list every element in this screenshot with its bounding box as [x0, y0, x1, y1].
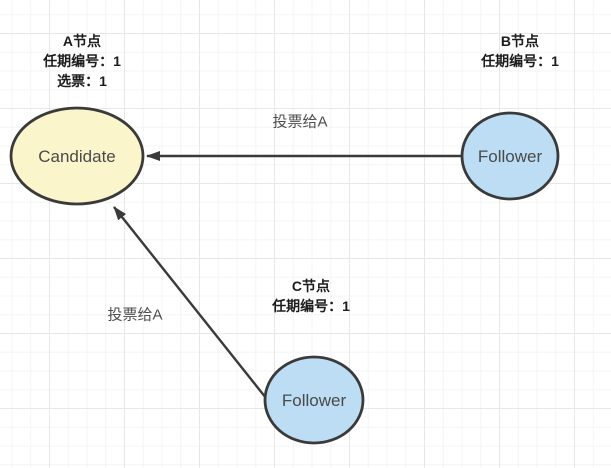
node-c-title: C节点	[291, 278, 331, 294]
node-b-shape-label: Follower	[477, 147, 543, 166]
node-c-shape-label: Follower	[281, 391, 347, 410]
node-a-title: A节点	[62, 33, 102, 49]
edge-b-to-a-label: 投票给A	[272, 113, 328, 131]
node-a-info-label: A节点 任期编号：1 选票：1	[43, 31, 121, 91]
edge-c-to-a-label: 投票给A	[107, 306, 163, 324]
node-c-follower-circle	[263, 355, 365, 445]
node-a-votes: 选票：1	[57, 73, 107, 89]
node-b-info-label: B节点 任期编号：1	[481, 31, 559, 71]
edge-c-to-a-arrow	[113, 206, 267, 399]
node-a-candidate-ellipse	[9, 106, 145, 206]
node-c-term: 任期编号：1	[272, 298, 350, 314]
node-b-follower-circle	[460, 111, 560, 201]
node-a-term: 任期编号：1	[43, 53, 121, 69]
node-c-info-label: C节点 任期编号：1	[272, 276, 350, 316]
node-b-title: B节点	[500, 33, 540, 49]
node-b-term: 任期编号：1	[481, 53, 559, 69]
node-a-shape-label: Candidate	[38, 147, 116, 166]
